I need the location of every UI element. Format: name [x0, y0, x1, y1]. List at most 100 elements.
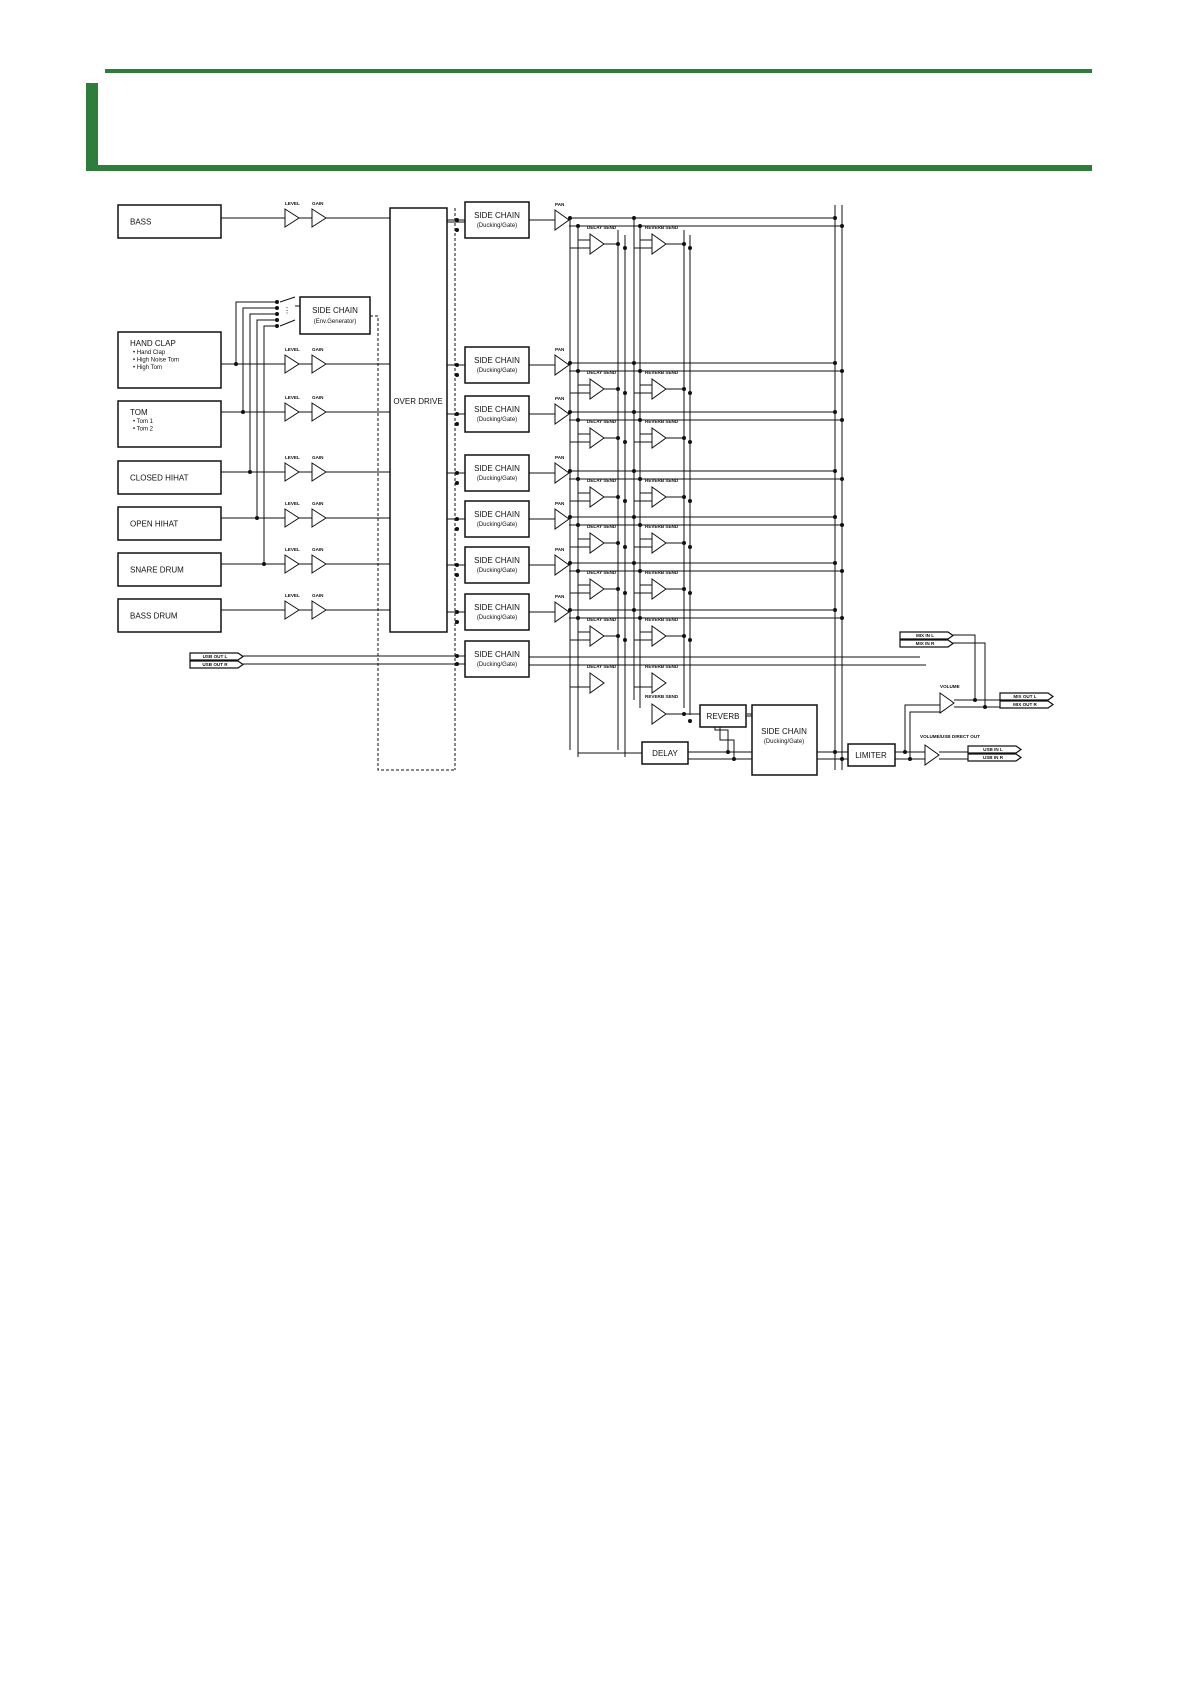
- junction-dot: [568, 515, 572, 519]
- junction-dot: [833, 515, 837, 519]
- source-box-5: [117, 506, 222, 541]
- pan-label-4: PAN: [555, 455, 565, 460]
- junction-dot: [248, 470, 252, 474]
- delay-send-amp-4: [589, 486, 605, 508]
- source-box-1: [117, 204, 222, 239]
- delay-send-amp-2: [589, 378, 605, 400]
- header-top-rule: [105, 69, 1092, 73]
- junction-dot: [688, 391, 692, 395]
- reverb-send-label-6: REVERB SEND: [645, 570, 679, 575]
- junction-dot: [455, 610, 459, 614]
- junction-dot: [455, 654, 459, 658]
- mix-out-r-port: [999, 700, 1055, 709]
- gain-amp-1: [311, 208, 327, 228]
- gain-label-1: GAIN: [312, 201, 324, 206]
- junction-dot: [638, 224, 642, 228]
- junction-dot: [568, 361, 572, 365]
- level-label-2: LEVEL: [285, 347, 300, 352]
- source-box-2: [117, 331, 222, 389]
- junction-dot: [632, 469, 636, 473]
- reverb-send-label-4: REVERB SEND: [645, 478, 679, 483]
- channel-sidechain-title-8: SIDE CHAIN: [474, 650, 520, 659]
- master-sidechain-box: [751, 704, 818, 776]
- level-label-5: LEVEL: [285, 501, 300, 506]
- source-label-5: OPEN HIHAT: [130, 520, 178, 529]
- delay-send-amp-8: [589, 672, 605, 694]
- junction-dot: [241, 410, 245, 414]
- junction-dot: [903, 750, 907, 754]
- junction-dot: [833, 561, 837, 565]
- junction-dot: [255, 516, 259, 520]
- junction-dot: [455, 471, 459, 475]
- channel-sidechain-sub-3: (Ducking/Gate): [477, 417, 517, 423]
- junction-dot: [638, 369, 642, 373]
- junction-dot: [833, 410, 837, 414]
- channel-sidechain-sub-4: (Ducking/Gate): [477, 476, 517, 482]
- reverb-send-amp-4: [651, 486, 667, 508]
- limiter-box: [847, 743, 896, 767]
- gain-label-4: GAIN: [312, 455, 324, 460]
- junction-dot: [840, 569, 844, 573]
- channel-sidechain-box-4: [464, 454, 530, 492]
- usb-in-r-port-label: USB IN R: [983, 755, 1004, 760]
- junction-dot: [455, 373, 459, 377]
- pan-amp-3: [554, 403, 570, 425]
- mix-in-r-port: [899, 639, 955, 648]
- header-bottom-rule: [86, 165, 1092, 171]
- junction-dot: [455, 527, 459, 531]
- junction-dot: [638, 616, 642, 620]
- junction-dot: [576, 569, 580, 573]
- junction-dot: [455, 422, 459, 426]
- junction-dot: [732, 757, 736, 761]
- level-amp-5: [284, 508, 300, 528]
- delay-send-label-4: DELAY SEND: [587, 478, 617, 483]
- junction-dot: [455, 620, 459, 624]
- junction-dot: [682, 387, 686, 391]
- junction-dot: [568, 410, 572, 414]
- junction-dot: [983, 705, 987, 709]
- usb-out-l-port: [189, 652, 245, 661]
- env-sidechain-title: SIDE CHAIN: [312, 306, 358, 315]
- channel-sidechain-sub-8: (Ducking/Gate): [477, 662, 517, 668]
- source-box-6: [117, 552, 222, 587]
- junction-dot: [275, 324, 279, 328]
- channel-sidechain-box-8: [464, 640, 530, 678]
- channel-sidechain-title-3: SIDE CHAIN: [474, 405, 520, 414]
- mix-in-l-port-label: MIX IN L: [916, 633, 934, 638]
- delay-send-amp-6: [589, 578, 605, 600]
- junction-dot: [262, 562, 266, 566]
- junction-dot: [638, 477, 642, 481]
- level-label-3: LEVEL: [285, 395, 300, 400]
- junction-dot: [275, 318, 279, 322]
- channel-sidechain-sub-1: (Ducking/Gate): [477, 223, 517, 229]
- junction-dot: [638, 569, 642, 573]
- junction-dot: [568, 608, 572, 612]
- junction-dot: [623, 638, 627, 642]
- junction-dot: [623, 391, 627, 395]
- junction-dot: [275, 300, 279, 304]
- reverb-send-label-2: REVERB SEND: [645, 370, 679, 375]
- junction-dot: [638, 418, 642, 422]
- junction-dot: [616, 541, 620, 545]
- channel-sidechain-title-5: SIDE CHAIN: [474, 510, 520, 519]
- gain-label-3: GAIN: [312, 395, 324, 400]
- mix-out-r-port-label: MIX OUT R: [1013, 702, 1037, 707]
- reverb-send-amp-6: [651, 578, 667, 600]
- junction-dot: [455, 363, 459, 367]
- source-label-2: HAND CLAP: [130, 339, 176, 348]
- reverb-send-label-5: REVERB SEND: [645, 524, 679, 529]
- channel-sidechain-title-4: SIDE CHAIN: [474, 464, 520, 473]
- level-amp-1: [284, 208, 300, 228]
- env-sidechain-box: [299, 296, 371, 335]
- junction-dot: [455, 662, 459, 666]
- gain-amp-7: [311, 600, 327, 620]
- junction-dot: [616, 387, 620, 391]
- reverb-send-amp-7: [651, 625, 667, 647]
- source-label-1: BASS: [130, 218, 151, 227]
- delay-send-label-8: DELAY SEND: [587, 664, 617, 669]
- junction-dot: [833, 216, 837, 220]
- junction-dot: [623, 591, 627, 595]
- source-label-6: SNARE DRUM: [130, 566, 184, 575]
- pan-amp-2: [554, 354, 570, 376]
